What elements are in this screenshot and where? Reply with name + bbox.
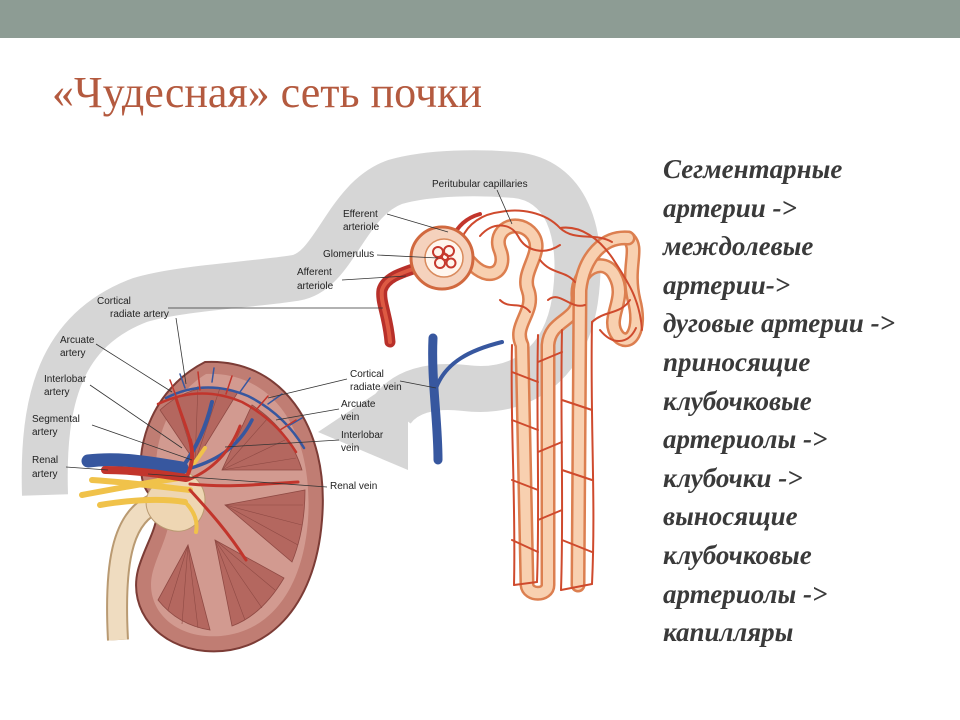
label-interlobar-artery: artery — [44, 387, 70, 398]
slide-title: «Чудесная» сеть почки — [52, 68, 483, 117]
leader-line — [399, 380, 437, 389]
description-text: Сегментарные артерии -> междолевые артер… — [663, 150, 953, 652]
leader-line — [341, 275, 407, 281]
capillary-segment — [461, 209, 613, 243]
label-segmental-artery: Segmental — [32, 414, 80, 425]
leader-line — [267, 378, 348, 399]
label-renal-vein: Renal vein — [330, 481, 377, 492]
description-line: клубочковые — [663, 539, 812, 570]
collecting-duct — [573, 232, 633, 590]
glomerulus — [409, 225, 475, 291]
capillary-segment — [499, 296, 637, 342]
leader-line — [89, 384, 183, 449]
description-line: артерии -> — [663, 192, 797, 223]
label-renal-artery: artery — [32, 469, 58, 480]
renal-pyramid — [157, 543, 211, 631]
description-line: междолевые — [663, 231, 814, 262]
label-efferent-arteriole: Efferent — [343, 209, 378, 220]
renal-pyramid — [224, 489, 306, 563]
label-peritubular-capillaries: Peritubular capillaries — [432, 179, 528, 190]
description-line: клубочковые — [663, 385, 812, 416]
afferent-arteriole-highlight — [379, 263, 427, 344]
label-arcuate-vein: Arcuate — [341, 399, 376, 410]
leader-line — [91, 424, 193, 461]
capillary-segment — [560, 329, 564, 591]
description-line: выносящие — [663, 501, 798, 532]
leader-line — [275, 408, 340, 421]
description-line: капилляры — [663, 617, 794, 648]
interlobar-vein — [180, 400, 214, 470]
description-line: дуговые артерии -> — [663, 308, 895, 339]
description-line: приносящие — [663, 346, 811, 377]
label-renal-artery: Renal — [32, 455, 58, 466]
diagram-labels: Peritubular capillaries Efferent arterio… — [32, 179, 528, 492]
description-line: Сегментарные — [663, 154, 843, 184]
label-glomerulus: Glomerulus — [323, 249, 374, 260]
nephron-vein — [428, 333, 504, 465]
kidney-veins — [81, 367, 306, 475]
label-cortical-radiate-vein: radiate vein — [350, 382, 402, 393]
label-afferent-arteriole: Afferent — [297, 267, 332, 278]
leader-line — [175, 317, 187, 385]
interlobar-artery — [188, 480, 300, 488]
label-afferent-arteriole: arteriole — [297, 281, 334, 292]
pyramid-striations — [167, 385, 303, 629]
capillary-tuft — [432, 245, 457, 269]
capillary-segment — [539, 259, 631, 323]
label-cortical-radiate-artery: radiate artery — [110, 309, 169, 320]
leader-lines — [65, 189, 513, 488]
description-line: артериолы -> — [663, 578, 828, 609]
label-arcuate-artery: Arcuate — [60, 335, 95, 346]
leader-line — [95, 343, 173, 393]
label-segmental-artery: artery — [32, 427, 58, 438]
description-line: артериолы -> — [663, 424, 828, 455]
renal-artery — [101, 466, 190, 482]
label-interlobar-artery: Interlobar — [44, 374, 87, 385]
venule — [434, 340, 504, 390]
leader-line — [386, 213, 449, 233]
cortical-radiate-artery — [169, 371, 297, 431]
capillary-segment — [536, 334, 540, 583]
leader-line — [496, 189, 513, 225]
interlobar-artery — [188, 488, 248, 562]
peritubular-capillary-network — [461, 209, 643, 591]
renal-vein — [81, 453, 189, 475]
label-interlobar-vein: vein — [341, 443, 359, 454]
cortical-radiate-vein-tube — [428, 333, 443, 465]
cortical-radiate-vein — [179, 367, 303, 426]
label-arcuate-vein: vein — [341, 412, 359, 423]
top-bar — [0, 0, 960, 38]
leader-line — [65, 466, 109, 471]
capillary-segment — [511, 351, 593, 591]
label-arcuate-artery: artery — [60, 348, 86, 359]
description-line: артерии-> — [663, 269, 791, 300]
label-cortical-radiate-vein: Cortical — [350, 369, 384, 380]
kidney — [135, 360, 324, 653]
capillary-segment — [510, 344, 516, 586]
description-line: клубочки -> — [663, 462, 803, 493]
capillary-segment — [479, 224, 561, 252]
label-efferent-arteriole: arteriole — [343, 222, 380, 233]
leader-line — [147, 473, 328, 488]
renal-pyramid — [214, 539, 285, 627]
ureter — [106, 495, 158, 641]
interlobar-artery — [186, 424, 242, 482]
kidney-arteries — [101, 371, 300, 562]
interlobar-artery — [174, 396, 192, 442]
flow-band-arrowhead — [318, 372, 408, 470]
capillary-segment — [590, 321, 595, 585]
label-interlobar-vein: Interlobar — [341, 430, 384, 441]
arcuate-vein — [164, 386, 306, 450]
segmental-artery — [184, 438, 195, 480]
label-cortical-radiate-artery: Cortical — [97, 296, 131, 307]
arcuate-artery — [156, 392, 298, 454]
capillary-segment — [559, 226, 643, 331]
leader-line — [376, 254, 439, 259]
leader-line — [224, 439, 340, 448]
